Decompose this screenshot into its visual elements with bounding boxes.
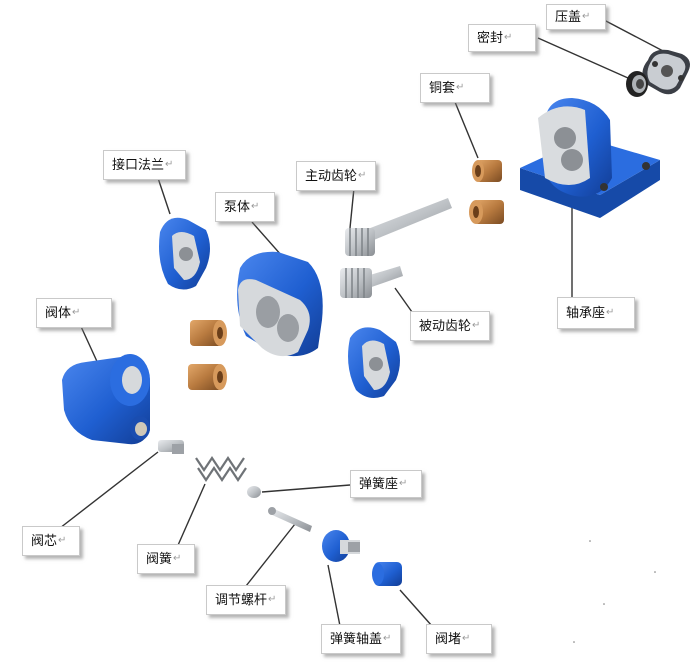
bronze-bushing-left-part [188,320,227,390]
pump-body-part [237,251,323,357]
label-valve-core: 阀芯↵ [22,526,80,556]
stray-dots [573,540,656,643]
driving-gear-part [345,198,452,256]
label-bearing-seat: 轴承座↵ [557,297,635,329]
label-text: 轴承座 [566,305,606,321]
label-valve-body: 阀体↵ [36,298,112,328]
valve-body-part [62,354,150,445]
label-text: 阀芯 [31,533,58,549]
label-text: 调节螺杆 [215,592,268,608]
return-mark: ↵ [58,535,67,546]
label-text: 泵体 [224,199,251,215]
bearing-seat-part [520,98,660,218]
return-mark: ↵ [504,32,513,43]
return-mark: ↵ [456,82,465,93]
return-mark: ↵ [472,320,481,331]
adjusting-screw-part [268,507,312,532]
label-gland-cover: 压盖↵ [546,4,606,30]
label-text: 阀体 [45,305,72,321]
label-adjusting-screw: 调节螺杆↵ [206,585,286,615]
label-pump-body: 泵体↵ [215,192,275,222]
seal-part [626,71,648,97]
return-mark: ↵ [606,307,615,318]
return-mark: ↵ [173,553,182,564]
return-mark: ↵ [383,633,392,644]
spring-seat-part [247,486,261,498]
driven-gear-part [340,266,403,298]
label-valve-plug: 阀堵↵ [426,624,492,654]
valve-plug-part [372,562,402,586]
leader-lines [59,19,666,627]
label-text: 铜套 [429,80,456,96]
label-bronze-bushing: 铜套↵ [420,73,490,103]
bronze-bushing-right-part [469,160,504,224]
valve-spring-part [195,456,247,482]
label-text: 接口法兰 [112,157,165,173]
return-mark: ↵ [268,594,277,605]
label-text: 阀簧 [146,551,173,567]
label-text: 密封 [477,30,504,46]
return-mark: ↵ [72,307,81,318]
label-text: 压盖 [555,9,582,25]
label-text: 阀堵 [435,631,462,647]
gland-cover-part [642,49,690,95]
label-interface-flange: 接口法兰↵ [103,150,186,180]
return-mark: ↵ [358,170,367,181]
label-driving-gear: 主动齿轮↵ [296,161,376,191]
label-text: 主动齿轮 [305,168,358,184]
spring-shaft-cap-part [322,530,360,562]
label-text: 弹簧座 [359,476,399,492]
flange-left-part [159,217,210,290]
label-spring-shaft-cap: 弹簧轴盖↵ [321,624,401,654]
return-mark: ↵ [251,201,260,212]
label-seal: 密封↵ [468,24,536,52]
label-valve-spring: 阀簧↵ [137,544,195,574]
label-driven-gear: 被动齿轮↵ [410,311,490,341]
return-mark: ↵ [399,478,408,489]
valve-core-part [158,440,184,454]
label-text: 被动齿轮 [419,318,472,334]
return-mark: ↵ [165,159,174,170]
return-mark: ↵ [582,11,591,22]
flange-right-part [348,327,400,398]
return-mark: ↵ [462,633,471,644]
label-text: 弹簧轴盖 [330,631,383,647]
label-spring-seat: 弹簧座↵ [350,470,422,498]
